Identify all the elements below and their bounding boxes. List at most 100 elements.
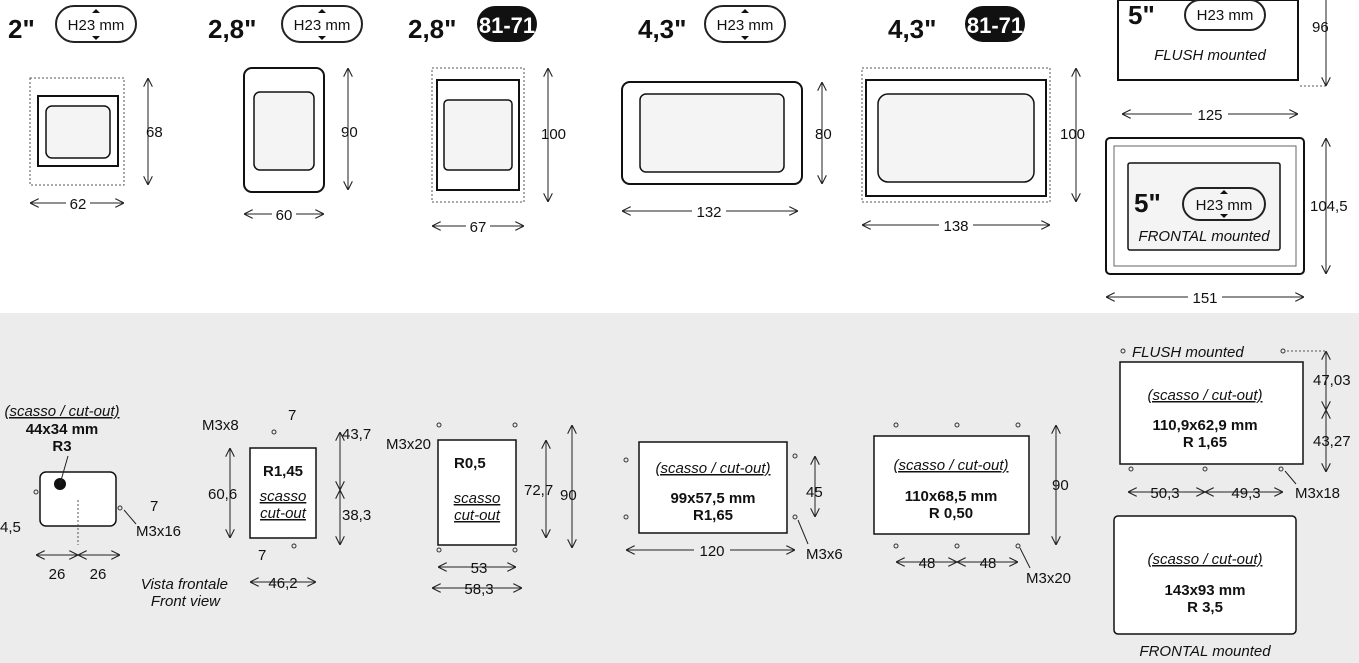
width-dimension-2: 48 <box>980 555 997 572</box>
depth-badge-label: H23 mm <box>294 17 351 34</box>
cutout-2-8-inch-81-71: M3x20 R0,5 scasso cut-out 72,7 90 53 58,… <box>386 422 577 598</box>
size-label: 4,3" <box>638 14 686 44</box>
device-2-inch: 2" H23 mm 68 62 <box>8 5 163 213</box>
screw-spec: M3x6 <box>806 546 843 563</box>
cutout-label: (scasso / cut-out) <box>1147 387 1262 404</box>
height-dimension: 90 <box>1052 477 1069 494</box>
height-outer: 90 <box>560 487 577 504</box>
size-label: 2,8" <box>208 14 256 44</box>
model-badge <box>477 6 537 42</box>
corner-radius: R1,65 <box>693 507 733 524</box>
height-dimension: 96 <box>1312 19 1329 36</box>
cutout-outline <box>249 447 317 539</box>
cutout-label-1: scasso <box>260 488 307 505</box>
width-dimension: 120 <box>699 543 724 560</box>
screen <box>253 91 315 171</box>
model-badge-label: 81-71 <box>479 13 535 38</box>
height-bottom: 38,3 <box>342 507 371 524</box>
width-dimension: 125 <box>1197 107 1222 124</box>
depth-badge-label: H23 mm <box>68 17 125 34</box>
height-dimension: 80 <box>815 126 832 143</box>
cutout-size: 110,9x62,9 mm <box>1152 417 1257 434</box>
size-label: 5" <box>1134 188 1161 218</box>
cutout-size: 44x34 mm <box>26 421 99 438</box>
device-5-inch-frontal: 5" H23 mm FRONTAL mounted 104,5 151 <box>1105 137 1348 307</box>
screw-spec: M3x16 <box>136 523 181 540</box>
cutout-2-inch: (scasso / cut-out) 44x34 mm R3 26 26 7 4… <box>0 403 181 583</box>
cutout-5-inch-flush: FLUSH mounted (scasso / cut-out) 110,9x6… <box>1119 344 1351 502</box>
cutout-4-3-inch-81-71: (scasso / cut-out) 110x68,5 mm R 0,50 90… <box>873 422 1071 587</box>
width-dimension-1: 48 <box>919 555 936 572</box>
device-4-3-inch-81-71: 4,3" 81-71 100 138 <box>861 6 1085 235</box>
width-dimension-1: 50,3 <box>1150 485 1179 502</box>
view-caption-2: Front view <box>151 593 221 610</box>
width-dimension: 138 <box>943 218 968 235</box>
height-dimension: 100 <box>541 126 566 143</box>
height-top: 47,03 <box>1313 372 1351 389</box>
left-offset: 4,5 <box>0 519 21 536</box>
view-caption-1: Vista frontale <box>141 576 228 593</box>
height-dimension: 90 <box>341 124 358 141</box>
cutout-label-1: scasso <box>454 490 501 507</box>
height-bottom: 43,27 <box>1313 433 1351 450</box>
corner-radius: R3 <box>52 438 71 455</box>
device-5-inch-flush: 5" H23 mm FLUSH mounted 96 125 <box>1117 0 1329 124</box>
depth-badge <box>1182 187 1266 221</box>
cutout-outline <box>1119 361 1304 465</box>
corner-radius: R 3,5 <box>1187 599 1223 616</box>
cutout-size: 143x93 mm <box>1165 582 1246 599</box>
screen <box>443 99 513 171</box>
width-dimension-2: 49,3 <box>1231 485 1260 502</box>
hole-offset: 7 <box>150 498 158 515</box>
device-2-8-inch-h23: 2,8" H23 mm 90 60 <box>208 5 363 224</box>
corner-radius: R 0,50 <box>929 505 973 522</box>
model-badge <box>965 6 1025 42</box>
corner-radius: R1,45 <box>263 463 303 480</box>
width-dimension-2: 26 <box>90 566 107 583</box>
corner-radius: R0,5 <box>454 455 486 472</box>
cutout-label: (scasso / cut-out) <box>4 403 119 420</box>
depth-badge <box>704 5 786 43</box>
screw-spec: M3x8 <box>202 417 239 434</box>
width-dimension-1: 26 <box>49 566 66 583</box>
bottom-offset: 7 <box>258 547 266 564</box>
height-total: 60,6 <box>208 486 237 503</box>
depth-badge-label: H23 mm <box>717 17 774 34</box>
screw-spec: M3x20 <box>1026 570 1071 587</box>
device-4-3-inch-h23: 4,3" H23 mm 80 132 <box>621 5 832 221</box>
cutout-size: 110x68,5 mm <box>905 488 998 505</box>
depth-badge <box>55 5 137 43</box>
cutout-label: (scasso / cut-out) <box>655 460 770 477</box>
top-offset: 7 <box>288 407 296 424</box>
cutout-label: (scasso / cut-out) <box>893 457 1008 474</box>
mount-label: FRONTAL mounted <box>1139 643 1271 660</box>
cutout-size: 99x57,5 mm <box>670 490 755 507</box>
depth-badge-label: H23 mm <box>1197 7 1254 24</box>
width-dimension: 62 <box>70 196 87 213</box>
size-label: 2" <box>8 14 35 44</box>
mount-label: FRONTAL mounted <box>1138 228 1270 245</box>
screen <box>877 93 1035 183</box>
width-dimension: 60 <box>276 207 293 224</box>
width-outer: 58,3 <box>464 581 493 598</box>
mount-label: FLUSH mounted <box>1132 344 1244 361</box>
height-top: 43,7 <box>342 426 371 443</box>
device-outline <box>1117 0 1299 81</box>
mount-label: FLUSH mounted <box>1154 47 1266 64</box>
cutout-label-2: cut-out <box>260 505 307 522</box>
width-dimension: 67 <box>470 219 487 236</box>
width-inner: 53 <box>471 560 488 577</box>
height-dimension: 104,5 <box>1310 198 1348 215</box>
height-inner: 72,7 <box>524 482 553 499</box>
height-dimension: 45 <box>806 484 823 501</box>
screen <box>1127 162 1281 251</box>
cutout-label: (scasso / cut-out) <box>1147 551 1262 568</box>
width-dimension: 46,2 <box>268 575 297 592</box>
cutout-4-3-inch-h23: (scasso / cut-out) 99x57,5 mm R1,65 45 1… <box>623 441 843 563</box>
height-dimension: 68 <box>146 124 163 141</box>
depth-badge <box>281 5 363 43</box>
cutout-outline <box>1113 515 1297 635</box>
cutout-outline <box>873 435 1030 535</box>
